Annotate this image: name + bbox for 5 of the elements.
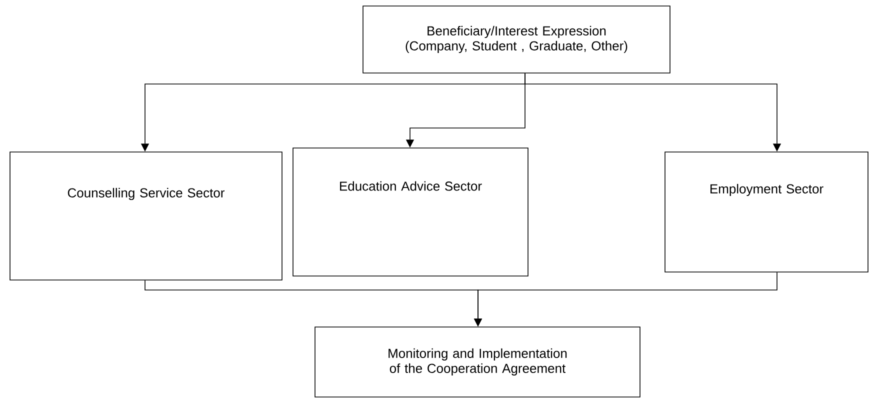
process-box: Beneficiary/Interest Expression (Company, Student , Graduate, Other) <box>362 6 670 74</box>
process-box: Employment Sector <box>664 152 868 272</box>
process-box: Education Advice Sector <box>292 148 528 276</box>
process-box: Monitoring and Implementation of the Cooperation Agreement <box>314 326 640 398</box>
process-box: Counselling Service Sector <box>10 152 282 280</box>
